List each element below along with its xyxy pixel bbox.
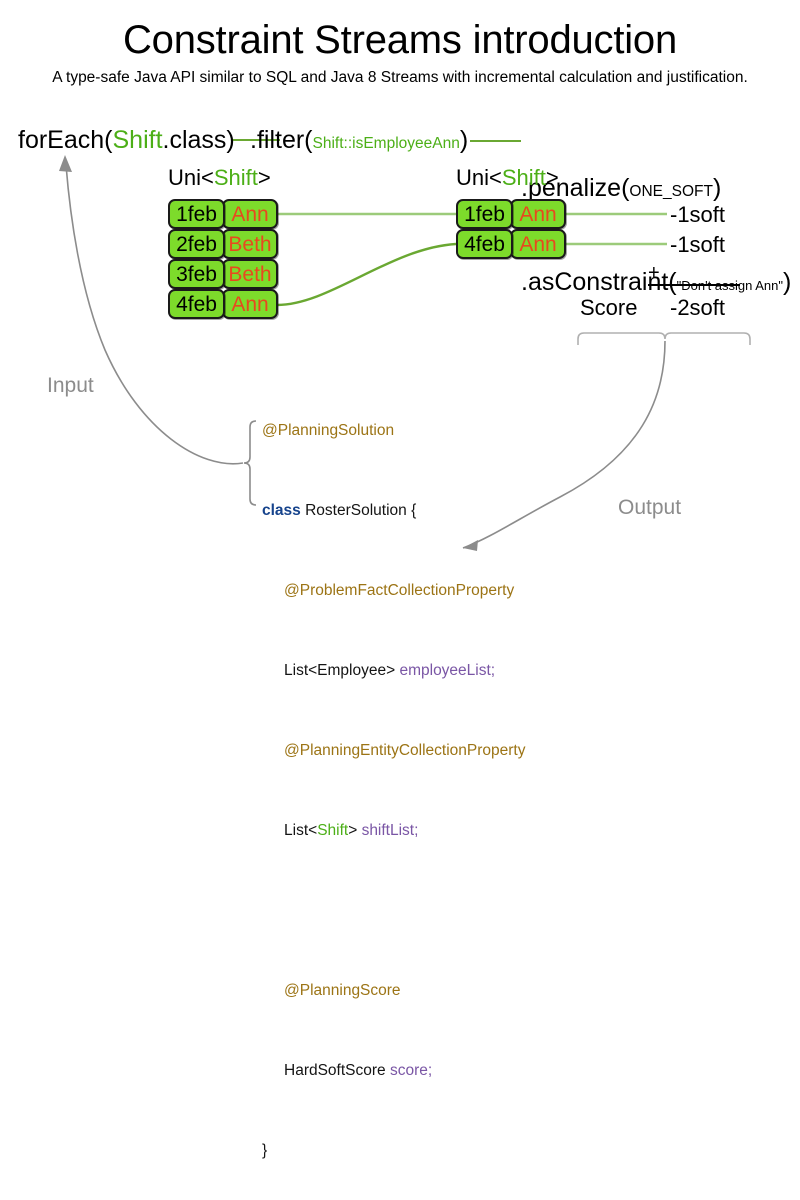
impact-value-1: -1soft — [670, 232, 726, 257]
foreach-type: Shift — [112, 126, 163, 154]
penalize-prefix: .penalize( — [521, 174, 630, 202]
as-constraint-prefix: .asConstraint( — [521, 268, 677, 296]
token-class-name: RosterSolution { — [305, 502, 417, 519]
shift-date: 4feb — [456, 229, 513, 259]
shift-date: 4feb — [168, 289, 225, 319]
token-annotation: @PlanningEntityCollectionProperty — [284, 742, 526, 759]
caption-output: Output — [618, 496, 682, 519]
token-semicolon: ; — [414, 822, 419, 839]
table-row[interactable]: 4feb Ann — [168, 289, 278, 319]
uni-left-prefix: Uni< — [168, 165, 214, 190]
token-annotation: @ProblemFactCollectionProperty — [284, 582, 515, 599]
filter-arg: Shift::isEmployeeAnn — [312, 135, 460, 152]
impact-value-0: -1soft — [670, 202, 726, 227]
page-title: Constraint Streams introduction — [122, 18, 678, 62]
code-line-score-field: HardSoftScore score; — [262, 1061, 525, 1081]
uni-label-left: Uni<Shift> — [168, 165, 271, 191]
penalize-suffix: ) — [712, 174, 722, 202]
code-line-annotation-planning-solution: @PlanningSolution — [262, 421, 525, 441]
foreach-prefix: forEach( — [18, 126, 113, 154]
pipeline-terminal: .penalize(ONE_SOFT) .asConstraint("Don't… — [521, 113, 791, 361]
filter-suffix: ) — [459, 126, 469, 154]
code-line-closing-brace: } — [262, 1142, 268, 1159]
table-row[interactable]: 2feb Beth — [168, 229, 278, 259]
token-field-name: employeeList — [399, 662, 491, 679]
token-type: List< — [284, 822, 318, 839]
shift-employee: Ann — [222, 289, 278, 319]
code-line-class-decl: class RosterSolution { — [262, 501, 525, 521]
shift-employee: Beth — [222, 259, 278, 289]
shift-date: 2feb — [168, 229, 225, 259]
caption-input: Input — [47, 374, 94, 397]
uni-label-right: Uni<Shift> — [456, 165, 559, 191]
token-keyword: class — [262, 502, 301, 519]
as-constraint-arg: "Don't assign Ann" — [676, 278, 784, 293]
token-semicolon: ; — [490, 662, 496, 679]
table-row[interactable]: 1feb Ann — [456, 199, 566, 229]
diagram-canvas: Constraint Streams introduction A type-s… — [18, 18, 791, 1159]
token-type: List<Employee> — [284, 662, 400, 679]
table-row[interactable]: 1feb Ann — [168, 199, 278, 229]
uni-left-suffix: > — [257, 165, 271, 190]
filter-prefix: .filter( — [250, 126, 313, 154]
penalize-arg: ONE_SOFT — [629, 183, 713, 200]
shift-employee: Ann — [510, 229, 566, 259]
uni-right-type: Shift — [501, 165, 546, 190]
foreach-suffix: .class) — [162, 126, 235, 154]
uni-right-prefix: Uni< — [456, 165, 502, 190]
code-fields-brace — [243, 420, 257, 506]
table-row[interactable]: 4feb Ann — [456, 229, 566, 259]
shift-date: 3feb — [168, 259, 225, 289]
shift-employee: Ann — [222, 199, 278, 229]
table-row[interactable]: 3feb Beth — [168, 259, 278, 289]
pipeline-foreach: forEach(Shift.class) — [18, 126, 235, 154]
pipeline-penalize: .penalize(ONE_SOFT) — [521, 173, 791, 207]
stream-connector-4feb — [276, 242, 457, 307]
score-label: Score — [580, 295, 638, 320]
code-line-employee-list: List<Employee> employeeList; — [262, 661, 525, 681]
code-line-annotation-planning-score: @PlanningScore — [262, 981, 525, 1001]
shift-date: 1feb — [456, 199, 513, 229]
code-block: @PlanningSolution class RosterSolution {… — [262, 381, 525, 1200]
token-field-name: shiftList — [361, 822, 415, 839]
uni-right-suffix: > — [545, 165, 559, 190]
token-semicolon: ; — [427, 1062, 433, 1079]
shift-date: 1feb — [168, 199, 225, 229]
code-line-blank — [262, 901, 525, 921]
as-constraint-suffix: ) — [783, 268, 792, 296]
code-line-annotation-problem-fact: @ProblemFactCollectionProperty — [262, 581, 525, 601]
token-annotation: @PlanningSolution — [262, 422, 395, 439]
shift-employee: Ann — [510, 199, 566, 229]
code-line-shift-list: List<Shift> shiftList; — [262, 821, 525, 841]
token-type: HardSoftScore — [284, 1062, 390, 1079]
token-type: > — [348, 822, 362, 839]
score-operator: + — [648, 262, 660, 284]
pipeline-filter: .filter(Shift::isEmployeeAnn) — [250, 126, 468, 158]
input-arrowhead — [59, 155, 72, 172]
token-field-name: score — [389, 1062, 428, 1079]
token-class-ref: Shift — [317, 822, 349, 839]
page-subtitle: A type-safe Java API similar to SQL and … — [52, 69, 748, 86]
shift-employee: Beth — [222, 229, 278, 259]
code-line-annotation-planning-entity: @PlanningEntityCollectionProperty — [262, 741, 525, 761]
token-annotation: @PlanningScore — [284, 982, 401, 999]
score-total: -2soft — [670, 295, 726, 320]
pipeline-as-constraint: .asConstraint("Don't assign Ann") — [521, 267, 791, 301]
uni-left-type: Shift — [213, 165, 258, 190]
